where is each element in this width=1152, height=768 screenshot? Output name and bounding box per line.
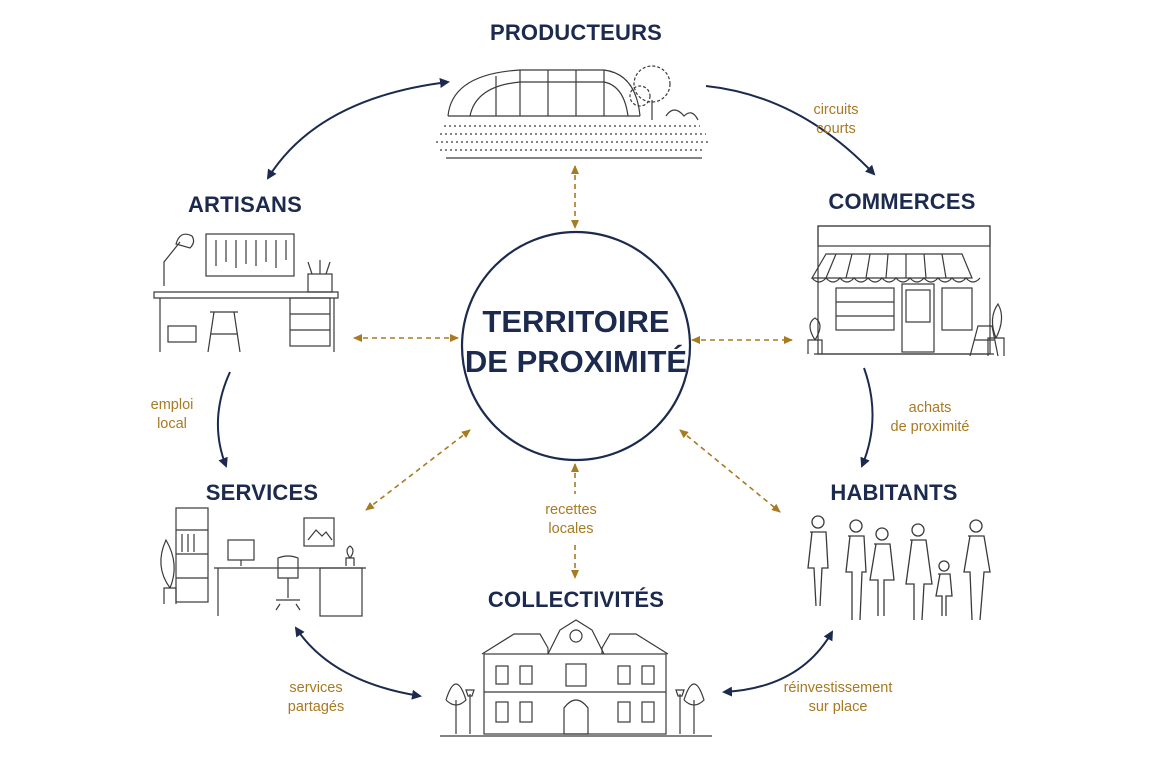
link-center-services [365, 429, 471, 511]
node-habitants-title: HABITANTS [830, 480, 958, 505]
center-circle [460, 230, 692, 462]
flow-label-center-collectivites: recettes locales [545, 502, 597, 537]
center-label-line1: TERRITOIRE [482, 304, 670, 339]
flow-label-collectivites-services: services partagés [287, 680, 345, 715]
center-label-line2: DE PROXIMITÉ [464, 344, 688, 379]
arrow-producteurs-commerces [705, 85, 876, 176]
arrow-artisans-services [217, 371, 231, 468]
arrow-services-collectivites [294, 626, 422, 700]
cycle-arrows [217, 78, 876, 700]
arrow-commerces-habitants [860, 367, 874, 468]
habitants-illustration [807, 515, 991, 621]
flow-label-producteurs-commerces: circuits courts [813, 102, 859, 137]
arrow-habitants-collectivites [722, 630, 833, 697]
node-producteurs-title: PRODUCTEURS [489, 20, 663, 45]
link-center-habitants [679, 429, 781, 513]
node-collectivites-title: COLLECTIVITÉS [487, 587, 665, 612]
collectivites-illustration [440, 619, 712, 737]
services-illustration [160, 507, 366, 617]
node-commerces-title: COMMERCES [828, 189, 976, 214]
node-artisans-title: ARTISANS [187, 192, 303, 217]
arrow-artisans-producteurs [266, 78, 450, 180]
flow-label-habitants-collectivites: réinvestissement sur place [783, 680, 893, 715]
producteurs-illustration [436, 65, 708, 159]
flow-label-artisans-services: emploi local [150, 397, 194, 432]
node-services-title: SERVICES [205, 480, 319, 505]
dashed-links [353, 165, 793, 579]
center-label: TERRITOIRE DE PROXIMITÉ [448, 302, 704, 382]
artisans-illustration [153, 233, 339, 353]
commerces-illustration [807, 225, 1005, 357]
flow-label-commerces-habitants: achats de proximité [890, 400, 970, 435]
